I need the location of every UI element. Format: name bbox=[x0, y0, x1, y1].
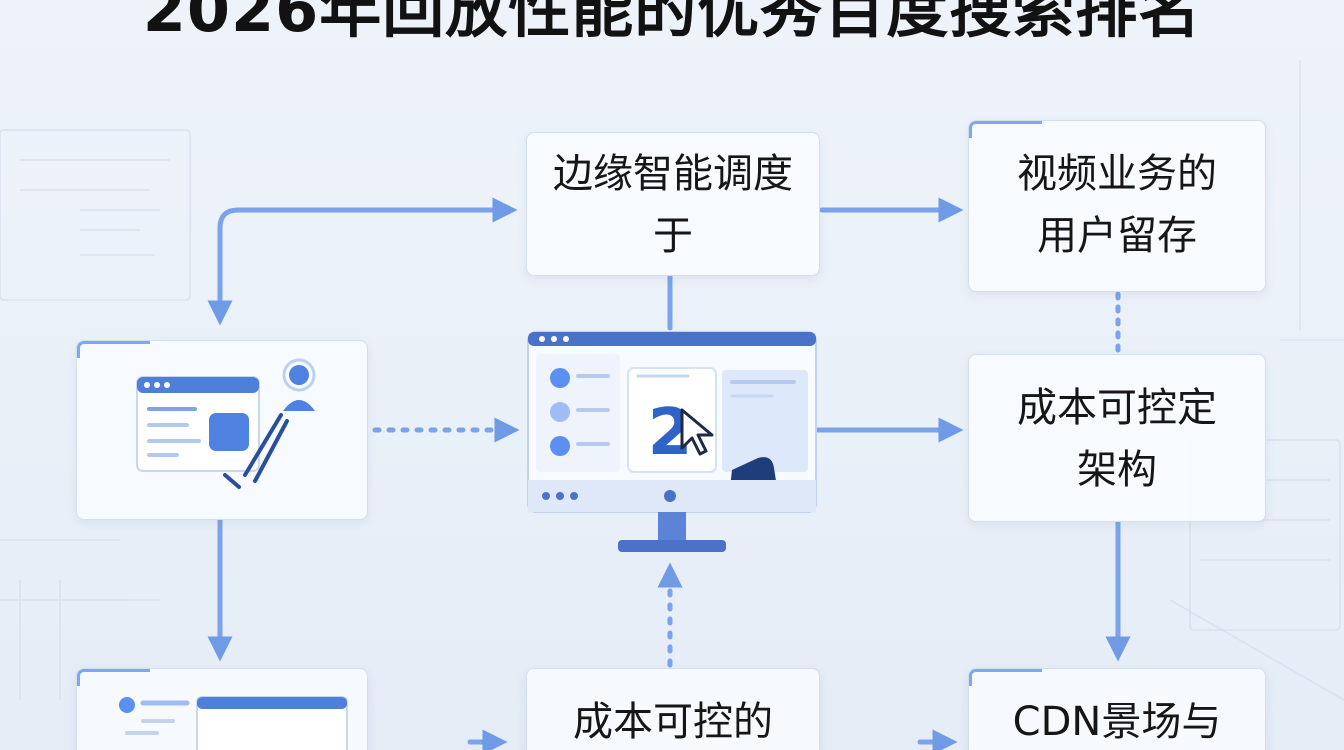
node-cdn-bottom: CDN景场与 bbox=[968, 668, 1266, 750]
node-bottom-left bbox=[76, 668, 368, 750]
node-web-user bbox=[76, 340, 368, 520]
node-cost-arch-line2: 架构 bbox=[1077, 447, 1157, 493]
node-edge-scheduling: 边缘智能调度 于 bbox=[526, 132, 820, 276]
arrow-loop-to-left-box bbox=[207, 207, 493, 326]
node-cost-arch: 成本可控定 架构 bbox=[968, 354, 1266, 522]
browser-window-icon bbox=[119, 696, 348, 750]
node-cost-arch-line1: 成本可控定 bbox=[1017, 385, 1217, 431]
node-edge-scheduling-line1: 边缘智能调度 bbox=[553, 151, 793, 197]
browser-user-icon bbox=[136, 358, 316, 489]
node-video-retention-line2: 用户留存 bbox=[1037, 213, 1197, 259]
node-video-retention: 视频业务的 用户留存 bbox=[968, 120, 1266, 292]
node-cdn-bottom-line1: CDN景场与 bbox=[1012, 699, 1222, 745]
page-title: 2026年回放性能的优秀百度搜索排名 bbox=[142, 0, 1202, 46]
node-cost-bottom: 成本可控的 bbox=[526, 668, 820, 750]
node-video-retention-line1: 视频业务的 bbox=[1017, 151, 1217, 197]
node-cost-bottom-line1: 成本可控的 bbox=[573, 699, 773, 745]
monitor-icon: 2 bbox=[527, 331, 817, 552]
node-edge-scheduling-line2: 于 bbox=[653, 213, 693, 259]
